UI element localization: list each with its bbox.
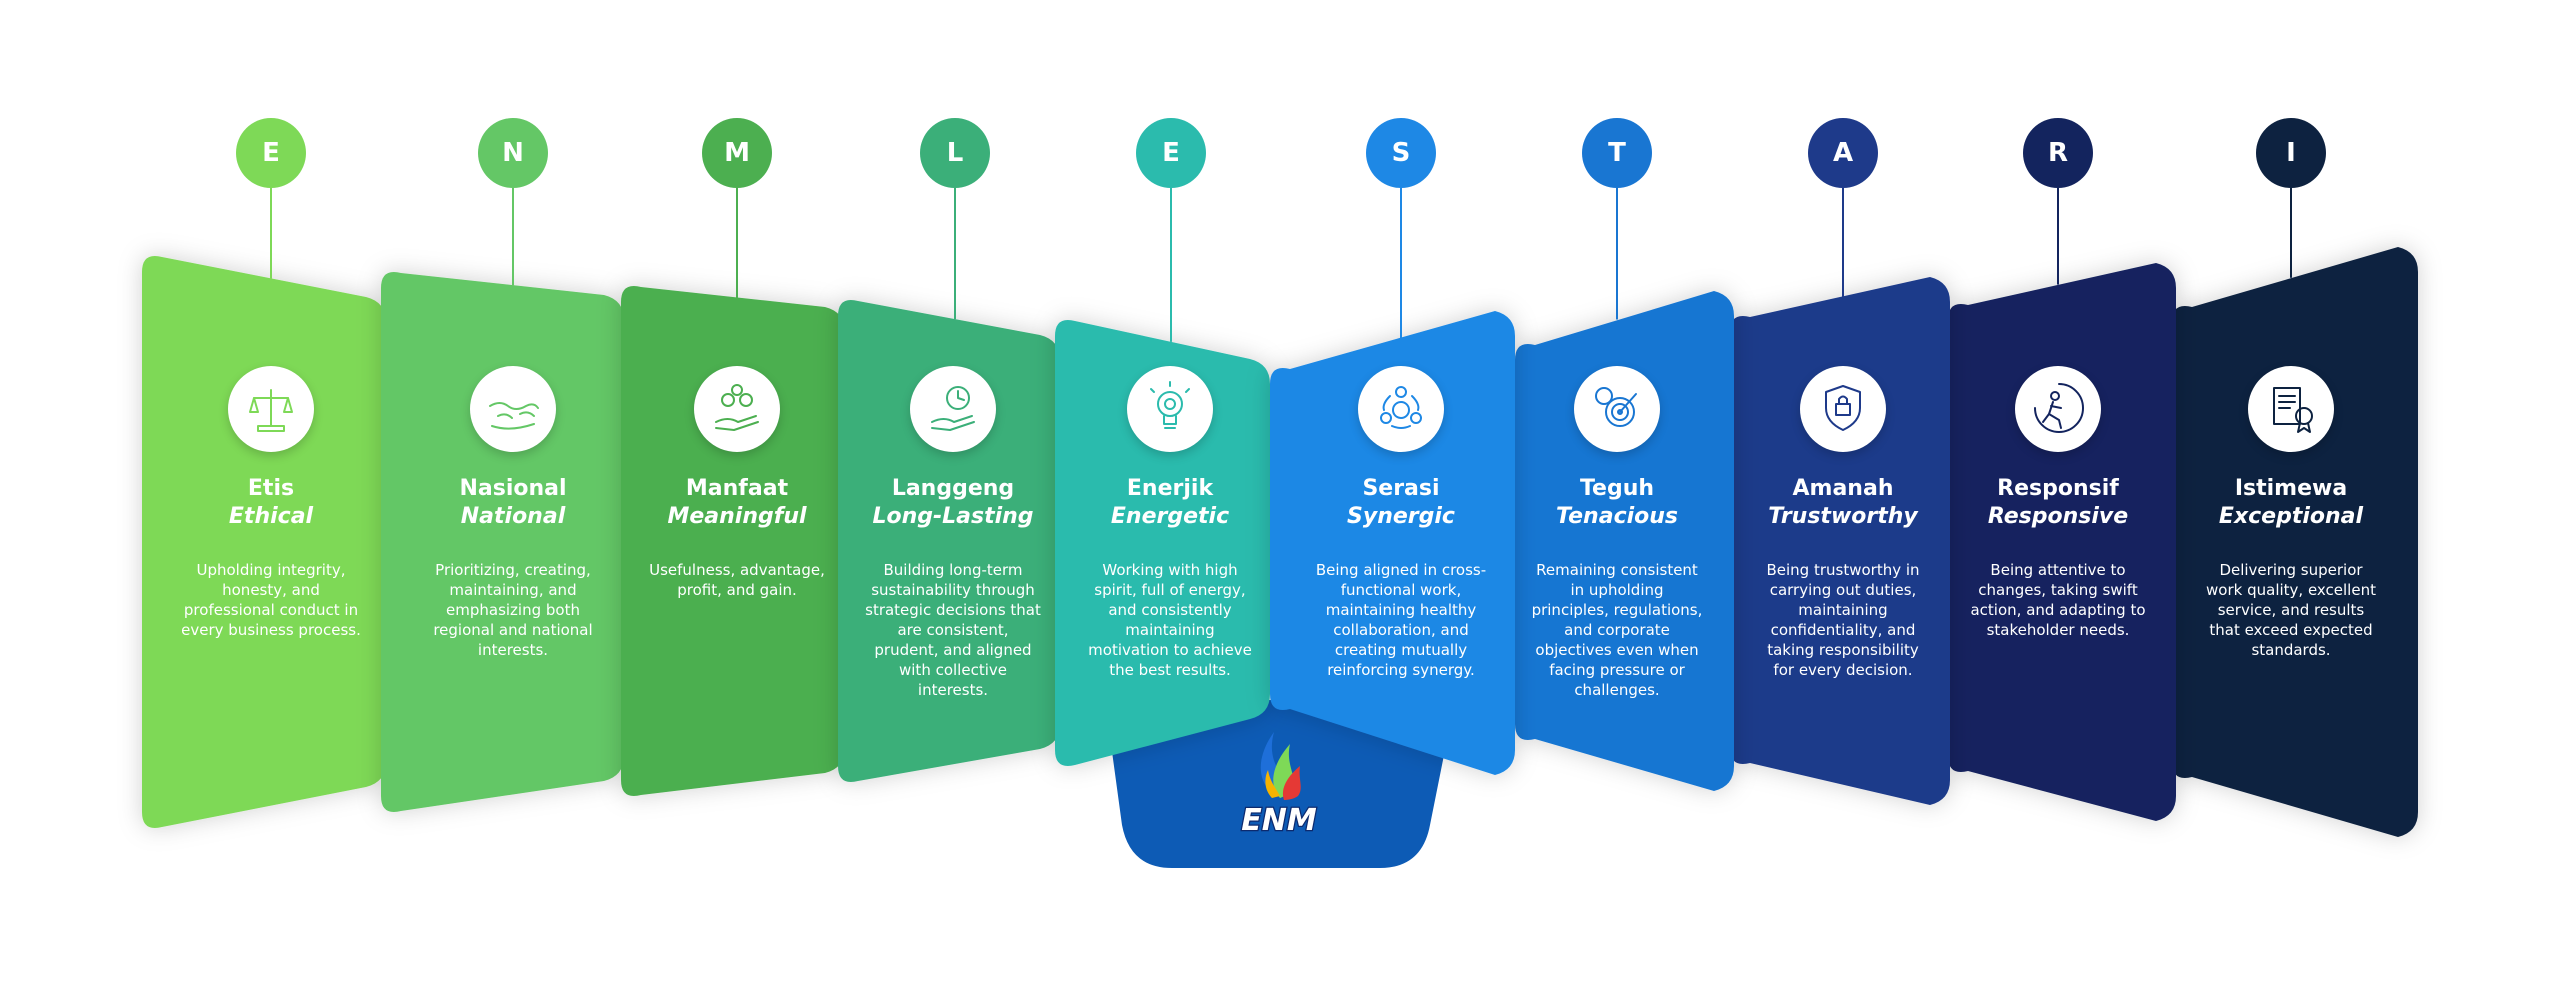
team-cycle-icon: [1380, 386, 1422, 429]
panel-amanah: [1730, 277, 1950, 805]
indonesia-map-hand-icon: [489, 402, 539, 430]
value-description: Upholding integrity, honesty, and profes…: [181, 561, 361, 639]
value-title: Amanah: [1792, 476, 1894, 501]
value-description: Being trustworthy in carrying out duties…: [1766, 561, 1920, 679]
value-title: Nasional: [459, 476, 567, 501]
letter-badge-4: L: [920, 118, 990, 188]
justice-scale-icon: [249, 389, 293, 432]
icon-badge: [694, 366, 780, 452]
panel-enerjik: [1055, 320, 1270, 766]
icon-badge: [228, 366, 314, 452]
value-subtitle: Ethical: [228, 504, 314, 529]
value-title: Istimewa: [2234, 476, 2348, 501]
runner-clock-icon: [2034, 383, 2084, 433]
value-subtitle: Exceptional: [2218, 504, 2364, 529]
letter-badge-8: A: [1808, 118, 1878, 188]
icon-badge: [1127, 366, 1213, 452]
value-description: Delivering superior work quality, excell…: [2206, 561, 2376, 659]
value-subtitle: Synergic: [1347, 504, 1455, 529]
panel-responsif: [1948, 263, 2176, 821]
hand-gears-icon: [715, 384, 759, 431]
value-subtitle: Energetic: [1110, 504, 1230, 529]
certificate-award-icon: [2273, 387, 2313, 433]
value-title: Etis: [247, 476, 295, 501]
letter-badge-6: S: [1366, 118, 1436, 188]
value-description: Remaining consistent in upholding princi…: [1531, 561, 1703, 699]
value-description: Being attentive to changes, taking swift…: [1970, 561, 2146, 639]
panel-serasi: [1270, 311, 1515, 775]
hand-clock-icon: [931, 386, 975, 431]
letter-badge-3: M: [702, 118, 772, 188]
value-description: Being aligned in cross-functional work, …: [1315, 561, 1487, 679]
value-description: Prioritizing, creating, maintaining, and…: [433, 561, 593, 659]
value-title: Teguh: [1579, 476, 1655, 501]
value-title: Langgeng: [891, 476, 1015, 501]
value-description: Usefulness, advantage, profit, and gain.: [649, 561, 825, 599]
shield-handshake-icon: [1825, 385, 1861, 431]
icon-badge: [910, 366, 996, 452]
icon-badge: [2248, 366, 2334, 452]
value-description: Working with high spirit, full of energy…: [1088, 561, 1252, 679]
value-subtitle: Trustworthy: [1768, 504, 1918, 529]
panel-langgeng: [838, 300, 1060, 782]
icon-badge: [2015, 366, 2101, 452]
value-subtitle: Meaningful: [667, 504, 807, 529]
target-gear-icon: [1595, 387, 1637, 427]
letter-badge-2: N: [478, 118, 548, 188]
panel-teguh: [1515, 291, 1734, 791]
value-subtitle: National: [460, 504, 566, 529]
value-title: Responsif: [1997, 476, 2119, 501]
letter-badge-1: E: [236, 118, 306, 188]
panel-manfaat: [621, 286, 845, 796]
value-subtitle: Tenacious: [1555, 504, 1679, 529]
value-description: Building long-term sustainability throug…: [865, 561, 1041, 699]
value-subtitle: Responsive: [1987, 504, 2129, 529]
logo-text: ENM: [1241, 803, 1317, 838]
icon-badge: [1800, 366, 1886, 452]
letter-badge-5: E: [1136, 118, 1206, 188]
value-subtitle: Long-Lasting: [872, 504, 1034, 529]
letter-badge-10: I: [2256, 118, 2326, 188]
letter-badge-7: T: [1582, 118, 1652, 188]
icon-badge: [470, 366, 556, 452]
panel-etis: [142, 256, 386, 828]
panel-istimewa: [2172, 247, 2418, 837]
letter-badge-9: R: [2023, 118, 2093, 188]
icon-badge: [1358, 366, 1444, 452]
value-title: Serasi: [1362, 476, 1440, 501]
enm-logo: ENM: [1236, 726, 1322, 839]
flame-logo-icon: ENM: [1240, 732, 1318, 839]
value-title: Enerjik: [1126, 476, 1214, 501]
panel-nasional: [381, 272, 624, 812]
icon-badge: [1574, 366, 1660, 452]
value-title: Manfaat: [685, 476, 789, 501]
lightbulb-gear-icon: [1150, 381, 1190, 429]
